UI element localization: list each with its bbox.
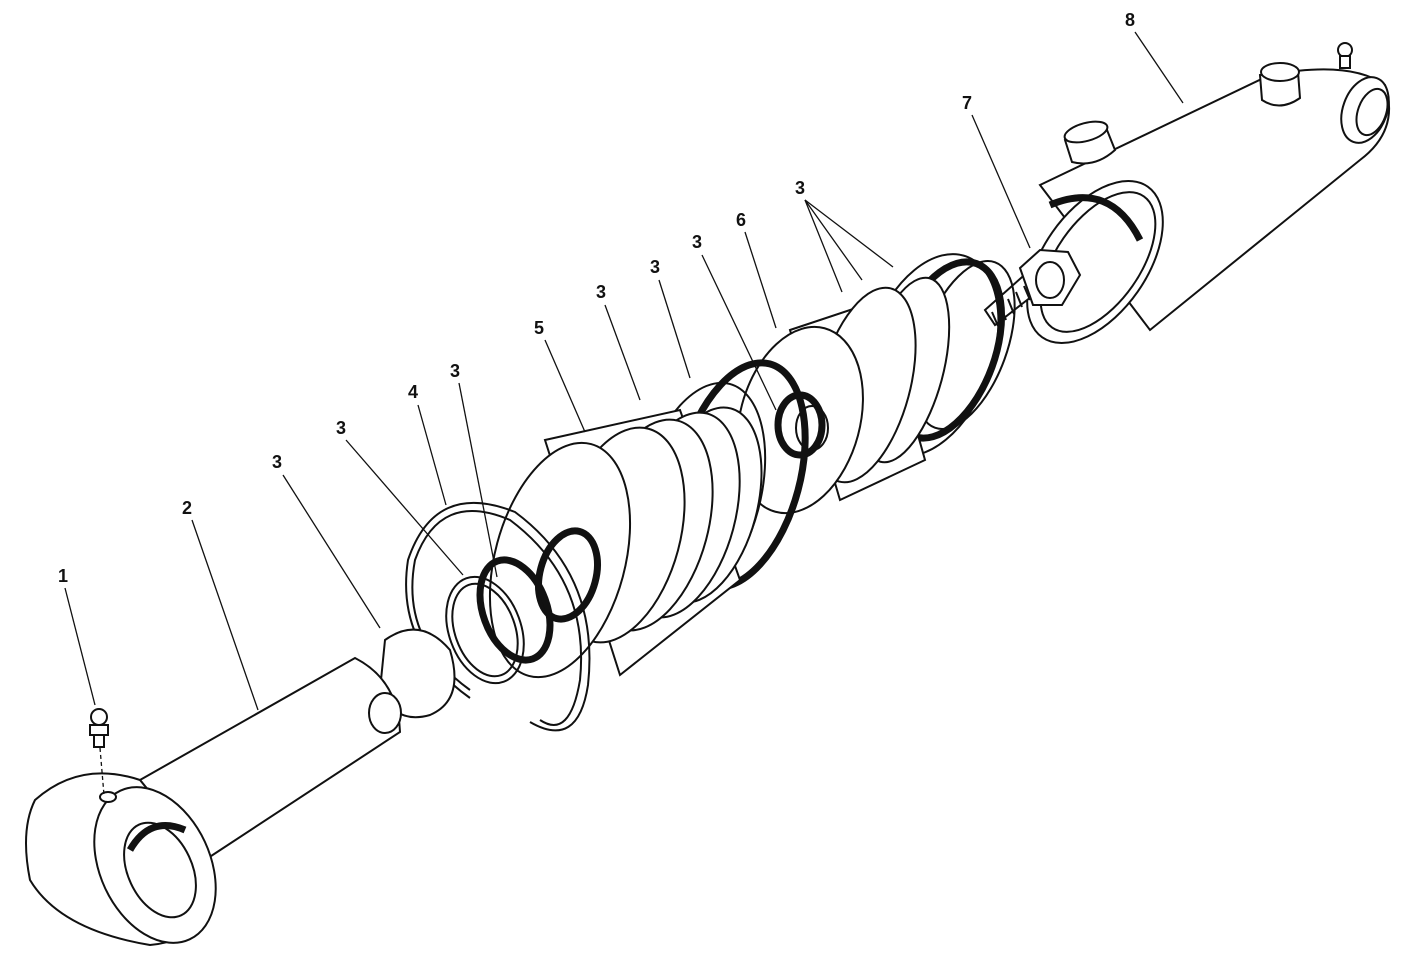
rod-part-2 (25, 656, 402, 947)
piston-part-5 (488, 406, 763, 679)
callout-3b: 3 (336, 418, 346, 438)
leader-lines (64, 31, 1184, 711)
seal-ring-left-a (476, 556, 554, 664)
callout-5: 5 (534, 318, 544, 338)
callout-7: 7 (962, 93, 972, 113)
seal-ring-left-b (445, 575, 525, 685)
grease-fitting-part-1 (89, 708, 109, 796)
callout-8: 8 (1125, 10, 1135, 30)
callout-1: 1 (58, 566, 68, 586)
callout-labels: 1 2 3 3 4 3 5 3 3 3 6 3 7 8 (58, 10, 1135, 586)
callout-3c: 3 (450, 361, 460, 381)
callout-4: 4 (408, 382, 418, 402)
callout-6: 6 (736, 210, 746, 230)
seal-ring-left-b-inner (451, 582, 519, 678)
callout-2: 2 (182, 498, 192, 518)
callout-3a: 3 (272, 452, 282, 472)
callout-3d: 3 (596, 282, 606, 302)
callout-3f: 3 (692, 232, 702, 252)
barrel-part-8 (1026, 42, 1391, 345)
callout-3e: 3 (650, 257, 660, 277)
callout-3g: 3 (795, 178, 805, 198)
snap-ring-part-4 (405, 501, 591, 732)
